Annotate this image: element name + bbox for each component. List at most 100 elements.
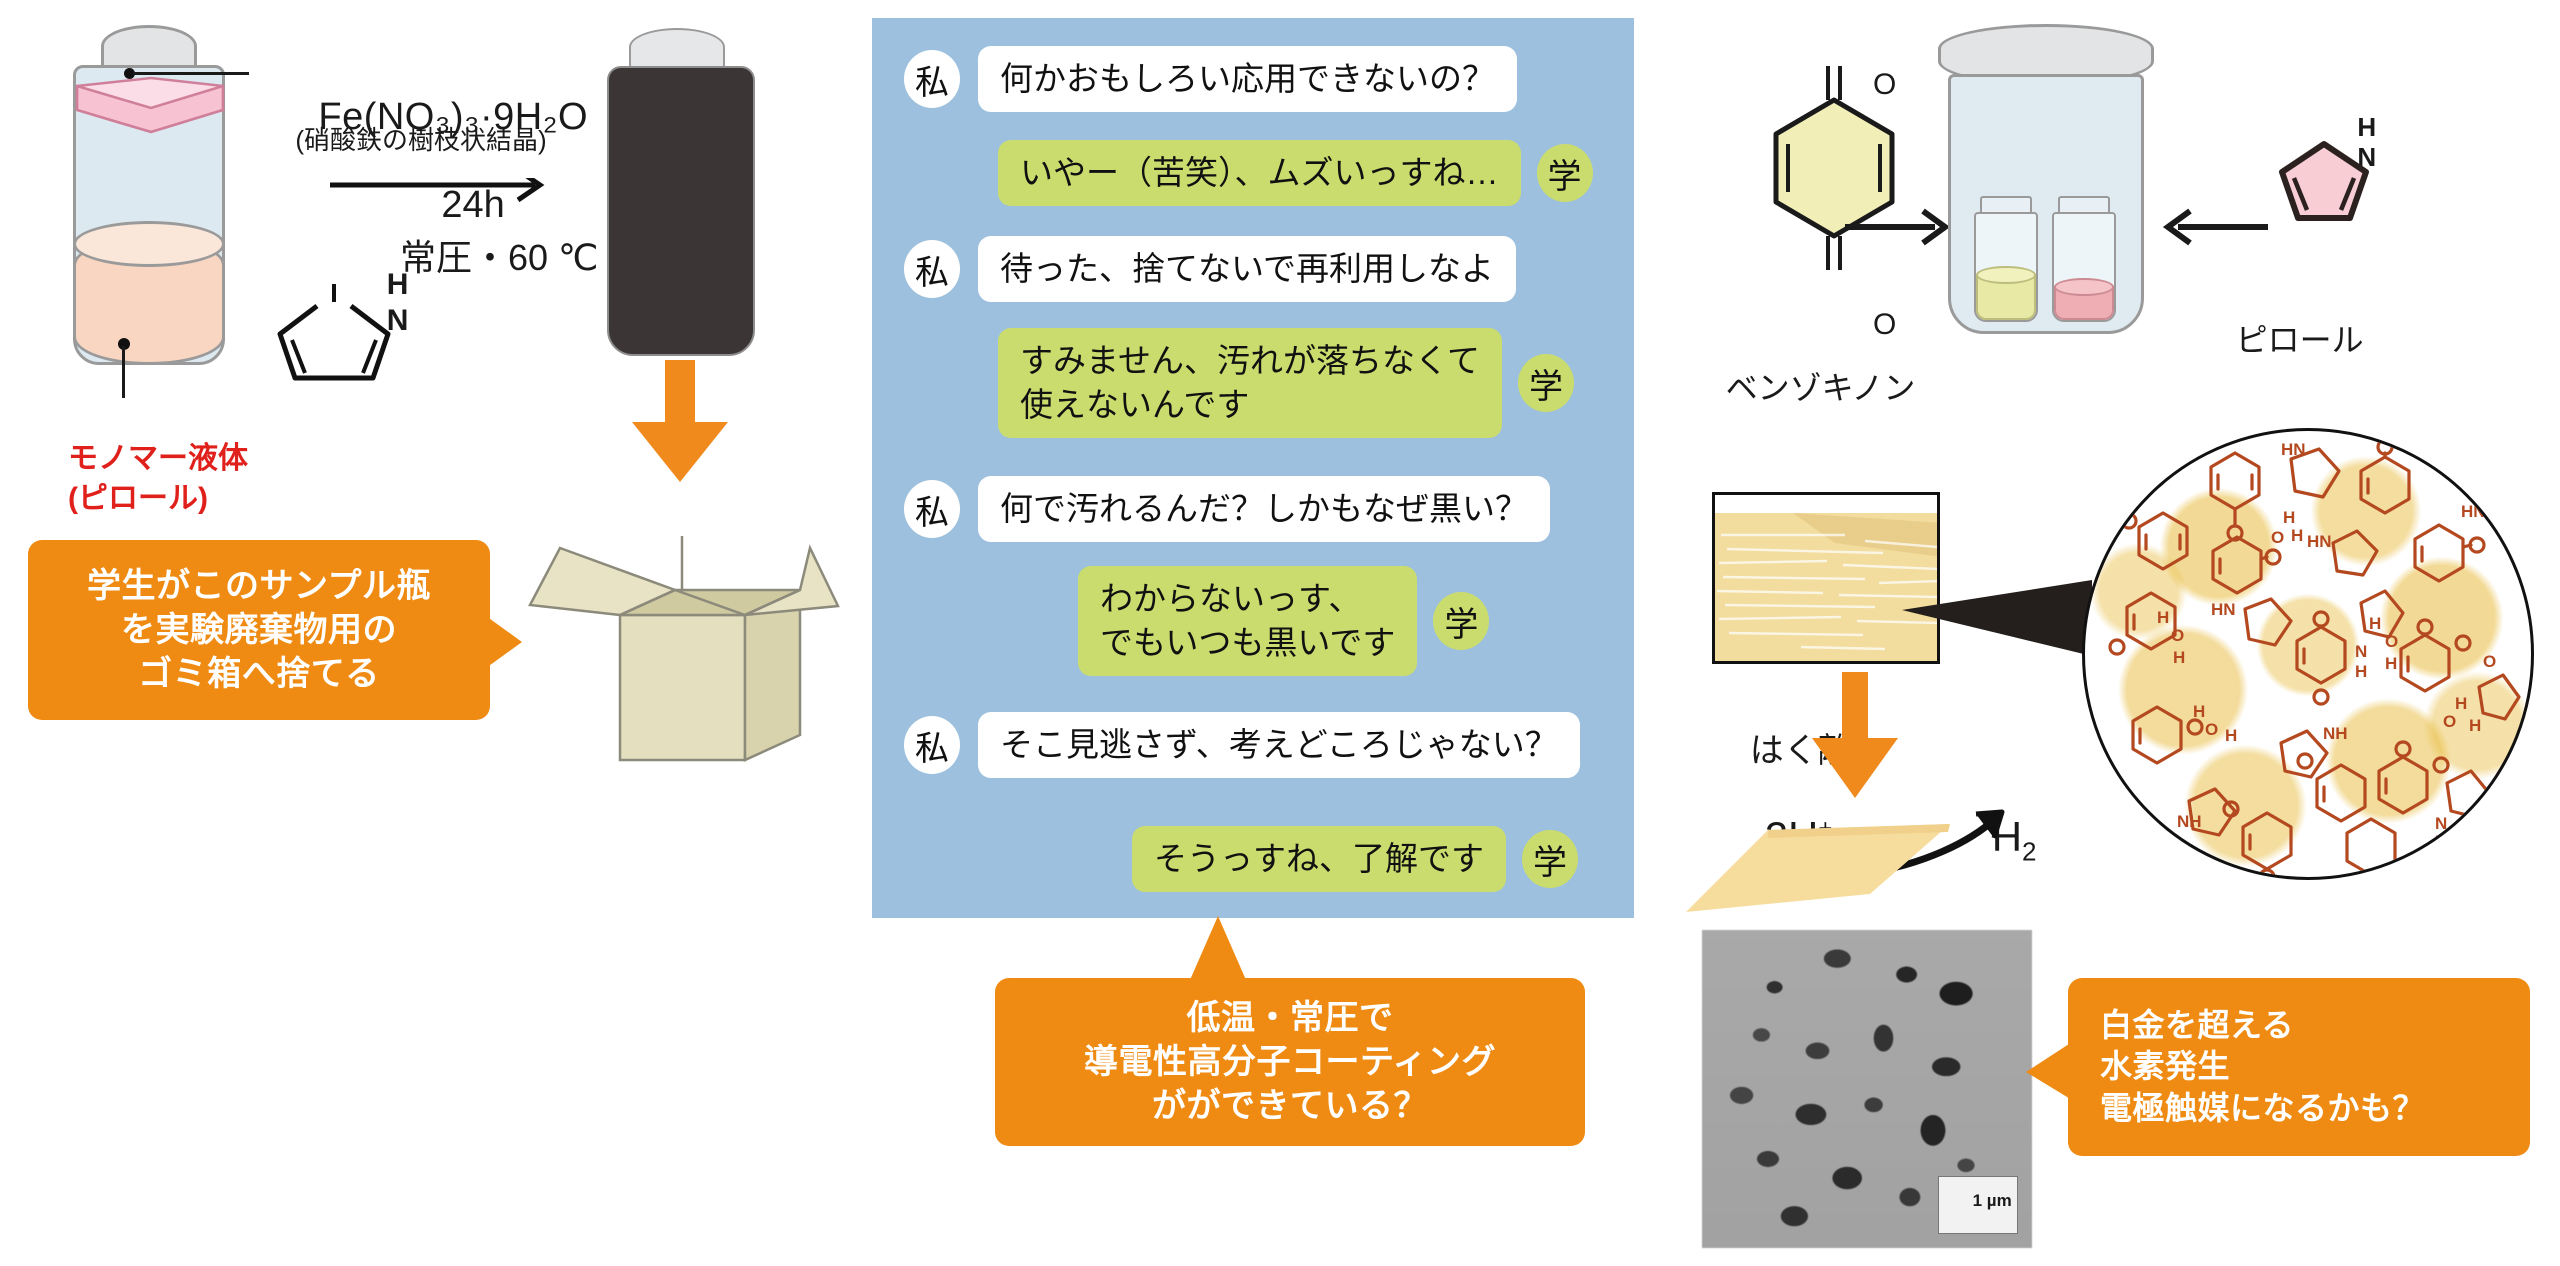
iron-nitrate-crystal bbox=[75, 76, 225, 134]
callout-discard-wrapper: 学生がこのサンプル瓶 を実験廃棄物用の ゴミ箱へ捨てる bbox=[28, 540, 522, 720]
molecular-structure-svg: HN HN HN bbox=[2108, 438, 2521, 877]
benzoquinone-ring bbox=[1773, 66, 1895, 270]
pyrrole-right-n-label: N bbox=[2314, 110, 2376, 205]
svg-text:NH: NH bbox=[2177, 812, 2202, 831]
avatar-student-label-1: 学 bbox=[1547, 157, 1582, 196]
chat-bubble-5[interactable]: わからないっす、 でもいつも黒いです bbox=[1078, 566, 1418, 677]
chat-row-3: すみません、汚れが落ちなくて 使えないんです 学 bbox=[998, 328, 1575, 439]
pyrrole-right-h-text: H bbox=[2357, 111, 2377, 142]
label-benzoquinone: ベンゾキノン bbox=[1690, 330, 1916, 447]
exfoliated-flake bbox=[1686, 824, 1950, 912]
monomer-callout-dot bbox=[118, 338, 130, 350]
callout-coating-text: 低温・常圧で 導電性高分子コーティング がができている？ bbox=[1084, 998, 1496, 1126]
chat-bubble-text-2: 待った、捨てないで再利用しなよ bbox=[1000, 250, 1495, 287]
chat-bubble-text-6: そこ見逃さず、考えどころじゃない？ bbox=[1000, 726, 1558, 763]
monomer-leader-line bbox=[122, 346, 125, 398]
sample-bottle-clear bbox=[55, 25, 240, 375]
svg-text:O: O bbox=[2271, 528, 2284, 547]
chat-bubble-text-7: そうっすね、了解です bbox=[1154, 840, 1484, 877]
svg-text:O: O bbox=[2205, 720, 2218, 739]
svg-text:H: H bbox=[2291, 526, 2303, 545]
svg-text:H: H bbox=[2157, 608, 2169, 627]
svg-text:N: N bbox=[2435, 814, 2447, 833]
avatar-me-label-4: 私 bbox=[915, 493, 949, 532]
chat-bubble-2[interactable]: 待った、捨てないで再利用しなよ bbox=[978, 236, 1517, 303]
chat-bubble-6[interactable]: そこ見逃さず、考えどころじゃない？ bbox=[978, 712, 1580, 779]
tem-scalebar-label: 1 µm bbox=[1944, 1170, 2012, 1232]
chat-bubble-1[interactable]: いやー（苦笑）、ムズいっすね… bbox=[998, 140, 1521, 207]
callout-coating-tail bbox=[1190, 916, 1246, 980]
avatar-student-label-5: 学 bbox=[1444, 605, 1479, 644]
vial-left-content-surface bbox=[1976, 266, 2036, 284]
svg-text:H: H bbox=[2369, 614, 2381, 633]
reaction-condition-text: 常圧・60 ℃ bbox=[400, 236, 599, 278]
avatar-me-6: 私 bbox=[904, 716, 960, 775]
waste-box-icon bbox=[528, 536, 840, 762]
chat-bubble-text-3: すみません、汚れが落ちなくて 使えないんです bbox=[1020, 342, 1481, 424]
label-pyrrole-right: ピロール bbox=[2200, 282, 2364, 399]
label-iron-nitrate-jp-text: (硝酸鉄の樹枝状結晶) bbox=[295, 124, 547, 155]
pyrrole-structure-left: H N bbox=[262, 230, 412, 410]
reaction-arrow bbox=[330, 178, 545, 203]
pyrrole-n-text: N bbox=[386, 303, 409, 337]
chat-bubble-text-1: いやー（苦笑）、ムズいっすね… bbox=[1020, 154, 1499, 191]
chat-row-6: 私 そこ見逃さず、考えどころじゃない？ bbox=[904, 712, 1580, 779]
avatar-student-label-7: 学 bbox=[1533, 843, 1567, 882]
orange-down-arrow-1 bbox=[632, 360, 728, 482]
svg-text:H: H bbox=[2435, 832, 2447, 851]
svg-text:HN: HN bbox=[2211, 600, 2236, 619]
svg-text:H: H bbox=[2385, 654, 2397, 673]
reaction-time: 24h bbox=[378, 136, 504, 275]
benzoquinone-o-bottom-text: O bbox=[1873, 307, 1897, 341]
label-pyrrole-right-text: ピロール bbox=[2235, 322, 2364, 359]
benzoquinone-structure: O O bbox=[1730, 30, 1960, 341]
svg-text:H: H bbox=[2193, 702, 2205, 721]
svg-text:O: O bbox=[2483, 652, 2496, 671]
label-iron-nitrate: Fe(NO₃)₃·9H₂O bbox=[252, 48, 588, 187]
tem-scalebar-text: 1 µm bbox=[1972, 1191, 2012, 1211]
sample-bottle-black bbox=[585, 28, 770, 358]
chat-row-1: いやー（苦笑）、ムズいっすね… 学 bbox=[998, 140, 1593, 207]
label-benzoquinone-text: ベンゾキノン bbox=[1725, 370, 1916, 407]
chat-bubble-7[interactable]: そうっすね、了解です bbox=[1132, 826, 1506, 893]
avatar-student-label-3: 学 bbox=[1529, 367, 1564, 406]
label-iron-nitrate-formula: Fe(NO₃)₃·9H₂O bbox=[318, 96, 589, 139]
pyrrole-right-ring bbox=[2279, 141, 2369, 221]
svg-text:H: H bbox=[2225, 726, 2237, 745]
chat-bubble-3[interactable]: すみません、汚れが落ちなくて 使えないんです bbox=[998, 328, 1503, 439]
avatar-student-5: 学 bbox=[1433, 592, 1490, 651]
svg-text:H: H bbox=[2469, 716, 2481, 735]
pyrrole-structure-right: H N bbox=[2262, 80, 2412, 260]
benzoquinone-o-bottom: O bbox=[1823, 270, 1896, 380]
avatar-me-4: 私 bbox=[904, 480, 960, 539]
reaction-condition: 常圧・60 ℃ bbox=[340, 192, 599, 324]
chat-row-7: そうっすね、了解です 学 bbox=[1132, 826, 1578, 893]
svg-text:HN: HN bbox=[2281, 440, 2306, 459]
chat-bubble-text-5: わからないっす、 でもいつも黒いです bbox=[1100, 580, 1396, 662]
callout-catalyst-tail bbox=[2026, 1042, 2072, 1100]
avatar-student-1: 学 bbox=[1536, 144, 1593, 203]
tem-scalebar: 1 µm bbox=[1938, 1176, 2018, 1234]
svg-text:N: N bbox=[2355, 642, 2367, 661]
label-hydrogen-sub: 2 bbox=[2022, 836, 2037, 867]
label-monomer: モノマー液体 bbox=[18, 404, 248, 514]
black-bottle-body bbox=[607, 66, 755, 356]
svg-text:H: H bbox=[2355, 662, 2367, 681]
svg-text:HN: HN bbox=[2461, 502, 2486, 521]
chat-bubble-0[interactable]: 何かおもしろい応用できないの？ bbox=[978, 46, 1517, 113]
crystal-leader-line bbox=[133, 72, 249, 75]
callout-catalyst-text: 白金を超える 水素発生 電極触媒になるかも？ bbox=[2100, 1006, 2426, 1126]
monomer-liquid-surface bbox=[73, 221, 225, 267]
callout-catalyst: 白金を超える 水素発生 電極触媒になるかも？ bbox=[2068, 978, 2530, 1156]
svg-text:NH: NH bbox=[2323, 724, 2348, 743]
crystal-callout-dot bbox=[124, 68, 135, 79]
chat-row-0: 私 何かおもしろい応用できないの？ bbox=[904, 46, 1517, 113]
pyrrole-h-text: H bbox=[386, 267, 409, 301]
benzoquinone-o-top: O bbox=[1823, 30, 1896, 140]
svg-text:H: H bbox=[2173, 648, 2185, 667]
label-monomer-line2: (ピロール) bbox=[68, 481, 208, 515]
label-iron-nitrate-jp: (硝酸鉄の樹枝状結晶) bbox=[252, 93, 547, 188]
beaker-with-vials bbox=[1932, 24, 2160, 336]
chat-bubble-4[interactable]: 何で汚れるんだ？しかもなぜ黒い？ bbox=[978, 476, 1550, 543]
